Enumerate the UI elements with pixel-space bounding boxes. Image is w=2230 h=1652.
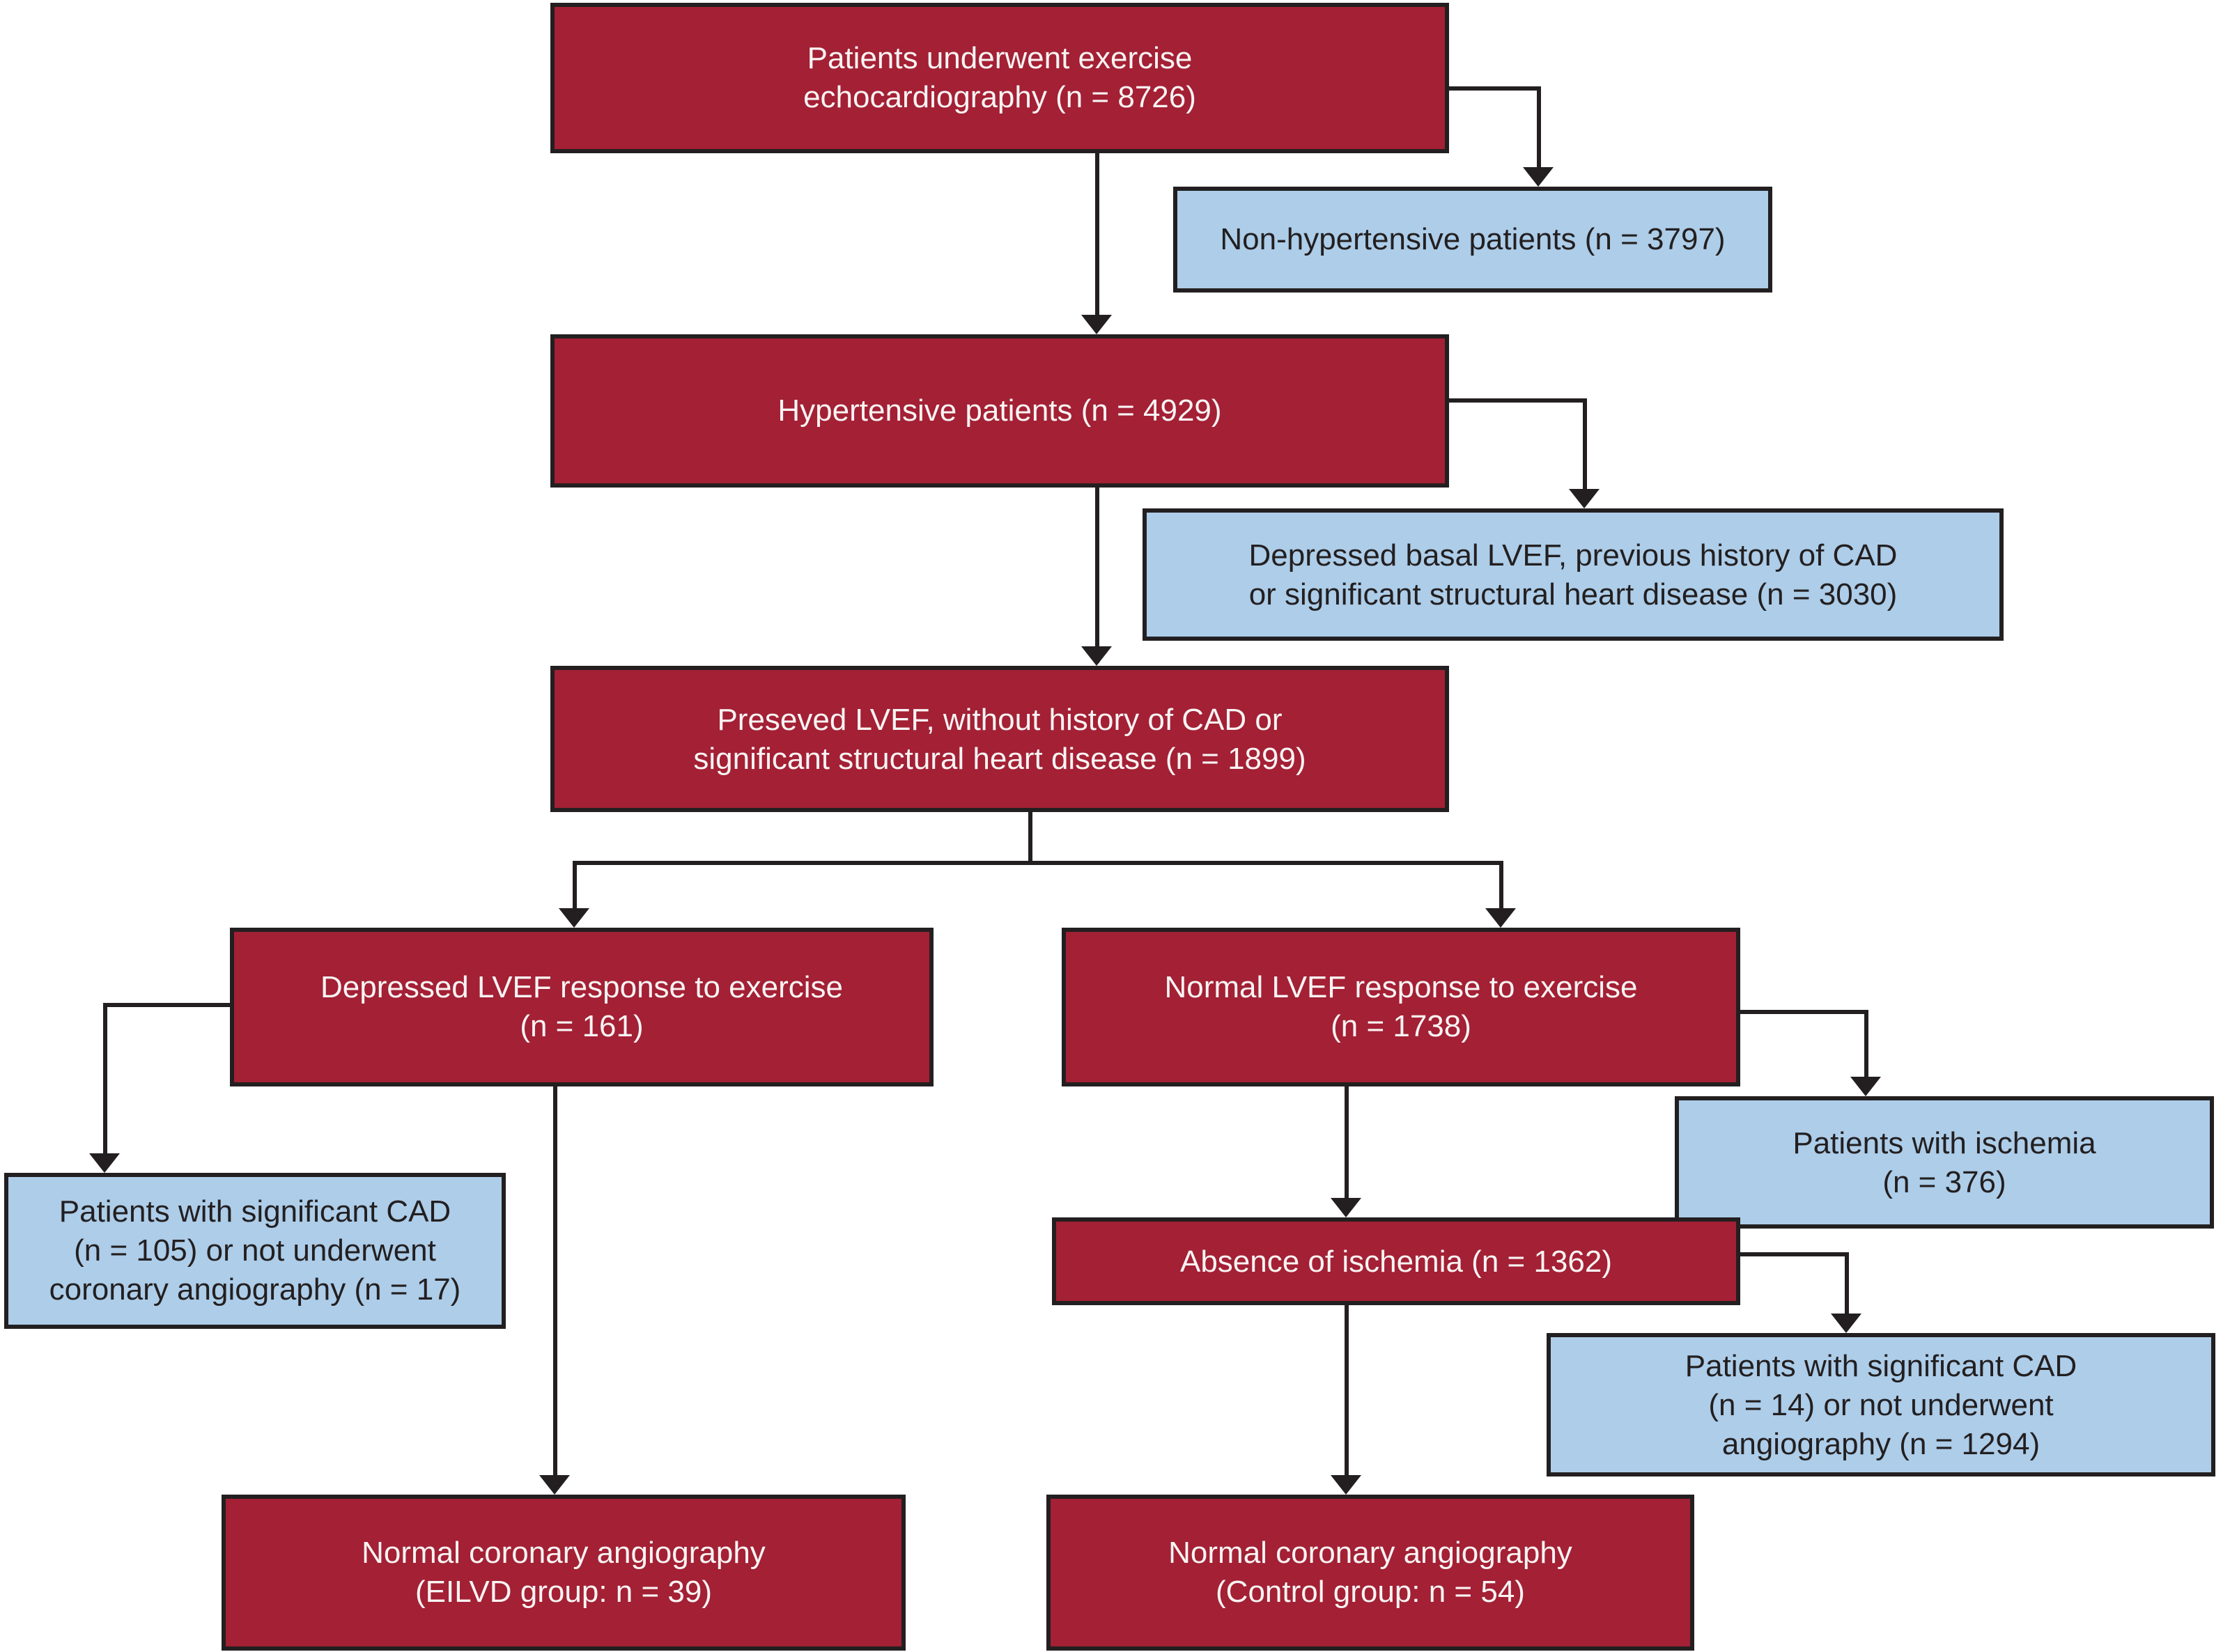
connector-split-to-depressedlvef-line xyxy=(573,861,577,914)
flow-box-text-line: Absence of ischemia (n = 1362) xyxy=(1179,1243,1612,1278)
flow-box-text-line: Patients with significant CAD xyxy=(59,1194,451,1229)
flow-box-text-line: coronary angiography (n = 17) xyxy=(49,1272,461,1307)
arrowhead-down-icon xyxy=(1081,315,1112,334)
connector-echo-to-nonhypertensive-line xyxy=(1449,86,1541,91)
flow-box-text-line: (n = 161) xyxy=(520,1008,644,1043)
arrowhead-down-icon xyxy=(1081,646,1112,666)
arrowhead-down-icon xyxy=(89,1153,120,1173)
connector-absence-to-cad1294-line xyxy=(1845,1252,1849,1319)
connector-hypertensive-to-preserved-line xyxy=(1095,488,1099,663)
connector-echo-to-nonhypertensive-line xyxy=(1537,86,1541,170)
arrowhead-down-icon xyxy=(1485,908,1516,928)
flow-box-text-line: Normal coronary angiography xyxy=(362,1535,766,1570)
flow-box-text-line: Non-hypertensive patients (n = 3797) xyxy=(1220,221,1726,256)
flow-box-exercise-echo: Patients underwent exercise echocardiogr… xyxy=(550,3,1449,153)
flow-box-text-line: Depressed basal LVEF, previous history o… xyxy=(1248,537,1898,572)
flow-box-eilvd-group: Normal coronary angiography (EILVD group… xyxy=(222,1495,906,1651)
flow-box-significant-cad-14: Patients with significant CAD (n = 14) o… xyxy=(1547,1333,2215,1476)
flow-box-absence-ischemia: Absence of ischemia (n = 1362) xyxy=(1052,1217,1740,1305)
connector-preserved-split-bar xyxy=(573,861,1503,865)
connector-depressedlvef-to-eilvd-line xyxy=(553,1086,557,1481)
flow-box-text-line: Hypertensive patients (n = 4929) xyxy=(777,393,1222,428)
flow-box-text-line: or significant structural heart disease … xyxy=(1248,576,1898,611)
flow-box-text-line: Patients underwent exercise xyxy=(807,40,1193,75)
flow-box-text-line: (n = 376) xyxy=(1882,1164,2006,1199)
arrowhead-down-icon xyxy=(1850,1077,1881,1096)
flow-box-ischemia: Patients with ischemia (n = 376) xyxy=(1675,1096,2214,1229)
flow-box-text-line: (n = 1738) xyxy=(1331,1008,1471,1043)
connector-echo-to-hypertensive-line xyxy=(1095,153,1099,320)
flow-box-significant-cad-105: Patients with significant CAD (n = 105) … xyxy=(4,1173,506,1329)
arrowhead-down-icon xyxy=(1331,1198,1361,1217)
arrowhead-down-icon xyxy=(559,908,589,928)
flow-box-text-line: angiography (n = 1294) xyxy=(1721,1426,2041,1460)
connector-split-to-normallvef-line xyxy=(1499,861,1503,914)
flow-box-depressed-basal-lvef: Depressed basal LVEF, previous history o… xyxy=(1143,508,2004,641)
flow-box-text-line: significant structural heart disease (n … xyxy=(693,740,1306,775)
flow-box-text-line: (n = 14) or not underwent xyxy=(1708,1387,2054,1421)
connector-preserved-split-stem xyxy=(1028,812,1032,865)
flow-box-text-line: Patients with ischemia xyxy=(1792,1125,2096,1160)
arrowhead-down-icon xyxy=(1831,1314,1861,1333)
connector-normallvef-to-absence-line xyxy=(1345,1086,1349,1203)
connector-depressedlvef-to-cad105-line xyxy=(103,1003,107,1159)
arrowhead-down-icon xyxy=(539,1475,570,1495)
connector-hypertensive-to-depressedbasal-line xyxy=(1449,398,1587,403)
connector-normallvef-to-ischemia-line xyxy=(1740,1010,1868,1014)
connector-absence-to-control-line xyxy=(1345,1305,1349,1481)
flow-box-non-hypertensive: Non-hypertensive patients (n = 3797) xyxy=(1173,187,1772,293)
flow-box-text-line: Depressed LVEF response to exercise xyxy=(320,969,843,1004)
connector-depressedlvef-to-cad105-line xyxy=(103,1003,230,1007)
flow-box-text-line: (n = 105) or not underwent xyxy=(74,1233,436,1268)
flow-box-text-line: Normal coronary angiography xyxy=(1168,1535,1572,1570)
flow-box-text-line: (Control group: n = 54) xyxy=(1216,1574,1525,1609)
flow-box-control-group: Normal coronary angiography (Control gro… xyxy=(1046,1495,1694,1651)
flow-box-text-line: Preseved LVEF, without history of CAD or xyxy=(717,701,1283,736)
flow-box-hypertensive: Hypertensive patients (n = 4929) xyxy=(550,334,1449,488)
arrowhead-down-icon xyxy=(1331,1475,1361,1495)
arrowhead-down-icon xyxy=(1569,489,1600,508)
connector-absence-to-cad1294-line xyxy=(1740,1252,1849,1256)
connector-normallvef-to-ischemia-line xyxy=(1864,1010,1868,1082)
arrowhead-down-icon xyxy=(1523,167,1554,187)
flow-box-depressed-lvef-response: Depressed LVEF response to exercise (n =… xyxy=(230,928,934,1086)
flow-box-normal-lvef-response: Normal LVEF response to exercise (n = 17… xyxy=(1062,928,1740,1086)
flow-box-text-line: echocardiography (n = 8726) xyxy=(803,79,1196,114)
flow-box-text-line: (EILVD group: n = 39) xyxy=(415,1574,712,1609)
flow-box-text-line: Patients with significant CAD xyxy=(1685,1348,2077,1382)
flow-box-preserved-lvef: Preseved LVEF, without history of CAD or… xyxy=(550,666,1449,812)
connector-hypertensive-to-depressedbasal-line xyxy=(1583,398,1587,496)
flow-box-text-line: Normal LVEF response to exercise xyxy=(1164,969,1638,1004)
